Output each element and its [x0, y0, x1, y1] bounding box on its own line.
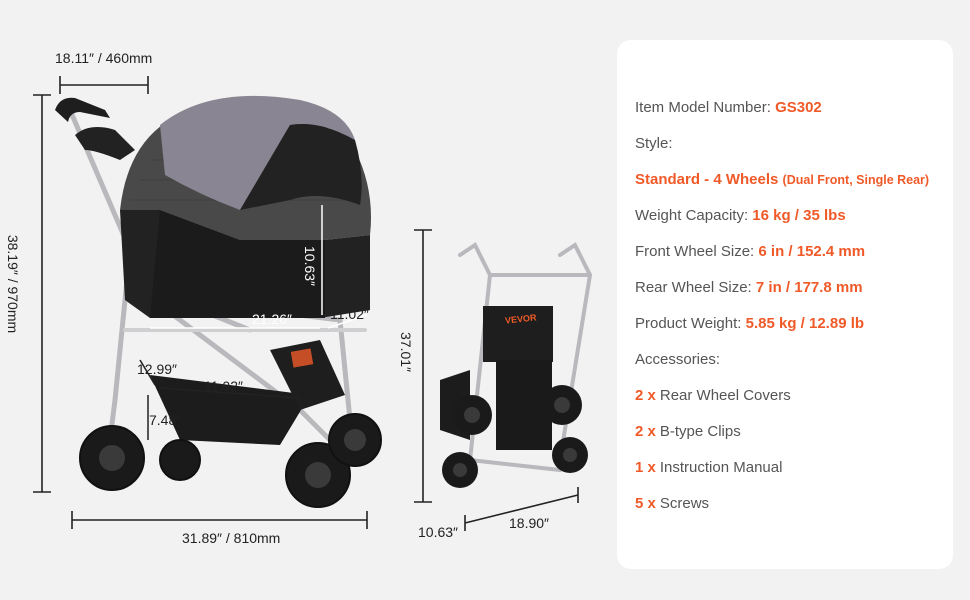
- basket-width-label: 11.02″: [330, 306, 369, 322]
- bottom-basket-width-label: 11.02″: [204, 378, 243, 394]
- basket-height-label: 10.63″: [302, 246, 318, 286]
- top-width-label: 18.11″ / 460mm: [55, 50, 153, 66]
- height-label: 38.19″ / 970mm: [5, 234, 22, 334]
- dimension-lines: [33, 76, 579, 531]
- spec-style-value: Standard - 4 Wheels (Dual Front, Single …: [635, 171, 930, 188]
- model-value: GS302: [775, 99, 822, 116]
- bottom-basket-height-label: 12.99″: [137, 361, 177, 377]
- length-label: 31.89″ / 810mm: [182, 530, 281, 546]
- spec-front-wheel: Front Wheel Size: 6 in / 152.4 mm: [635, 243, 866, 260]
- spec-weight: Product Weight: 5.85 kg / 12.89 lb: [635, 315, 865, 332]
- spec-style: Style:: [635, 135, 673, 152]
- folded-depth-label: 10.63″: [418, 524, 458, 540]
- spec-panel: Item Model Number: GS302 Style: Standard…: [617, 40, 953, 569]
- stroller-diagram: 18.11″ / 460mm 38.19″ / 970mm 31.89″ / 8…: [5, 50, 593, 546]
- spec-accessories: Accessories:: [635, 351, 721, 368]
- bottom-basket-depth-label: 7.48″: [149, 412, 182, 428]
- stroller-illustration: [33, 76, 593, 531]
- basket-length-label: 21.26″: [252, 311, 292, 327]
- spec-model: Item Model Number: GS302: [635, 99, 822, 116]
- folded-height-label: 37.01″: [398, 332, 414, 372]
- spec-rear-wheel: Rear Wheel Size: 7 in / 177.8 mm: [635, 279, 863, 296]
- spec-capacity: Weight Capacity: 16 kg / 35 lbs: [635, 207, 846, 224]
- folded-width-label: 18.90″: [509, 515, 549, 531]
